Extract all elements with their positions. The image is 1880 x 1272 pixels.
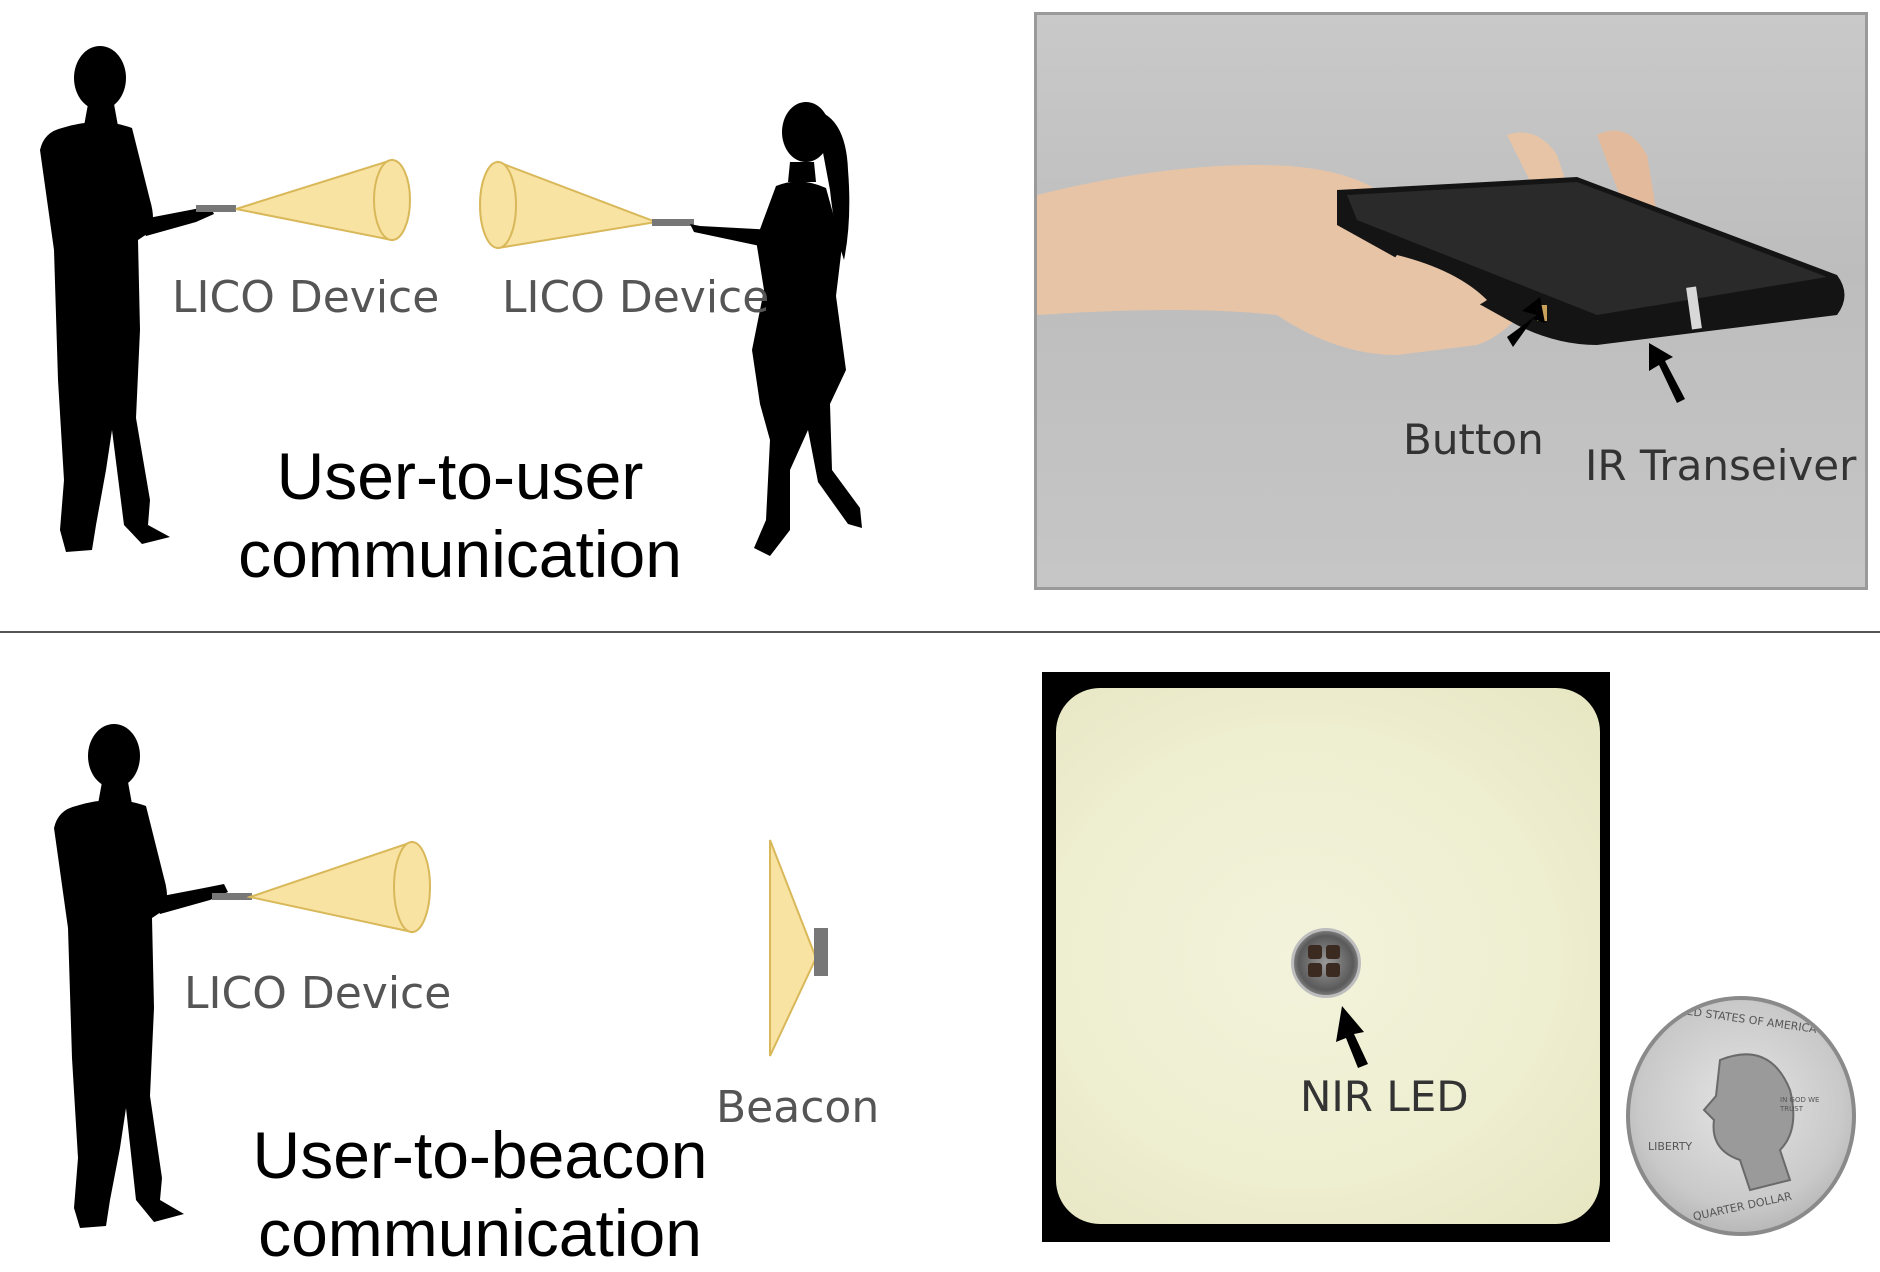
light-cone-right [479,160,660,250]
lico-device-label-right: LICO Device [502,272,770,323]
user-to-beacon-caption: User-to-beacon communication [200,1116,760,1272]
section-divider [0,631,1880,633]
man-silhouette [40,46,214,552]
phone-photo: Button IR Transeiver [1034,12,1868,590]
button-label: Button [1403,415,1544,464]
beacon-label: Beacon [716,1082,880,1133]
nir-led [1291,928,1361,998]
caption-line-1: User-to-beacon [252,1118,708,1192]
coin-motto-text: IN GOD WE TRUST [1780,1096,1820,1113]
ir-transceiver-band [1686,286,1702,330]
user-to-user-diagram [40,46,862,557]
nir-led-label: NIR LED [1300,1072,1469,1121]
coin-liberty-text: LIBERTY [1648,1140,1693,1153]
beacon-cone [769,839,818,1057]
man-silhouette [54,724,228,1228]
lico-device-label-left: LICO Device [172,272,440,323]
coin-portrait [1702,1053,1795,1192]
beacon-photo: NIR LED [1042,672,1610,1242]
user-to-beacon-diagram [54,724,828,1228]
lico-device [212,893,252,900]
user-to-user-caption: User-to-user communication [200,437,720,593]
ir-transceiver-label: IR Transeiver [1585,441,1857,490]
lico-device-left [196,205,236,212]
caption-line-2: communication [238,517,682,591]
lico-device-label: LICO Device [184,968,452,1019]
quarter-coin: LIBERTY IN GOD WE TRUST UNITED STATES OF… [1626,996,1856,1236]
led-arrow [1336,1006,1368,1068]
beacon-device [814,928,828,976]
lico-device-right [652,219,694,226]
light-cone-left [235,158,411,242]
caption-line-2: communication [258,1196,702,1270]
phone-hand-illustration [1037,130,1845,403]
button-arrow [1507,297,1545,347]
woman-silhouette [690,102,862,557]
light-cone [246,840,431,934]
ir-arrow [1649,343,1685,403]
caption-line-1: User-to-user [276,439,644,513]
